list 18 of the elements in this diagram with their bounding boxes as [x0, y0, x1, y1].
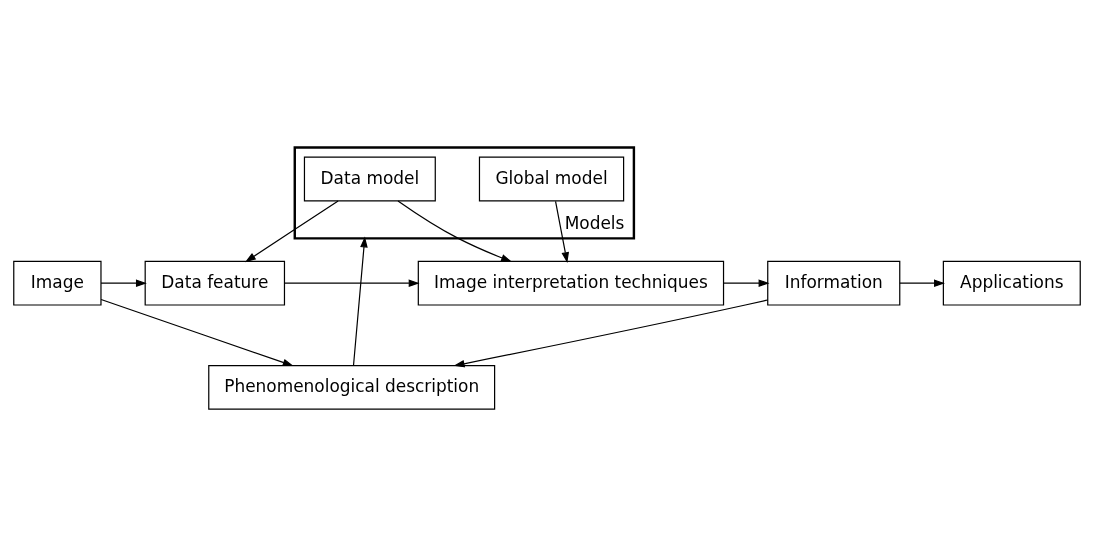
arrow: [899, 278, 945, 287]
node-box: Information: [767, 260, 901, 306]
arrow: [352, 236, 368, 366]
arrow: [245, 199, 339, 262]
node-box: Applications: [942, 260, 1081, 306]
node-box: Phenomenological description: [208, 364, 496, 410]
node-box: Global model: [478, 156, 625, 201]
node-box: Data model: [303, 156, 436, 201]
arrow: [284, 278, 420, 287]
node-box: Image interpretation techniques: [417, 260, 725, 306]
arrow: [453, 298, 769, 367]
arrow: [397, 199, 512, 262]
arrow: [723, 278, 770, 287]
node-box: Image: [13, 260, 102, 306]
arrow: [554, 200, 570, 263]
arrow: [100, 298, 294, 366]
arrow: [100, 278, 147, 287]
node-box: Data feature: [144, 260, 286, 306]
